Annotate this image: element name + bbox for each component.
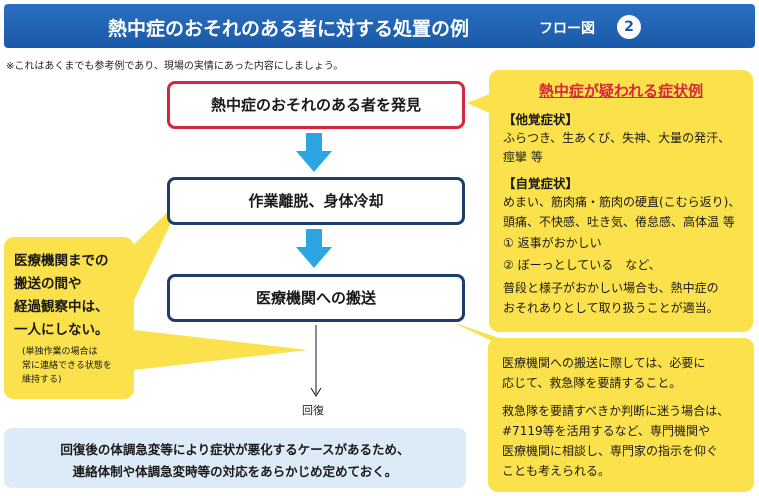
down-arrow-2: [296, 229, 332, 268]
do-not-leave-alone-callout: 医療機関までの 搬送の間や 経過観察中は、 一人にしない。 (単独作業の場合は …: [4, 237, 134, 399]
callout-line: 一人にしない。: [14, 322, 109, 338]
objective-line: 痙攣 等: [503, 150, 543, 164]
objective-heading: 【他覚症状】: [503, 112, 579, 127]
recovery-arrowhead: [310, 387, 322, 397]
step-discover: 熱中症のおそれのある者を発見: [167, 81, 465, 129]
step-remove-and-cool: 作業離脱、身体冷却: [167, 177, 465, 225]
callout-line: 経過観察中は、: [14, 299, 109, 315]
symptom-examples-callout: 熱中症が疑われる症状例 【他覚症状】 ふらつき、生あくび、失神、大量の発汗、 痙…: [489, 70, 753, 332]
subjective-line: めまい、筋肉痛・筋肉の硬直(こむら返り)、: [503, 195, 741, 209]
callout-line: ことも考えられる。: [502, 464, 611, 478]
callout-small-line: 維持する): [22, 375, 62, 385]
callout-line: 救急隊を要請すべきか判断に迷う場合は、: [502, 404, 730, 418]
reference-note: ※これはあくまでも参考例であり、現場の実情にあった内容にしましょう。: [6, 61, 344, 72]
callout-line: 搬送の間や: [14, 276, 82, 292]
callout-line: 医療機関に相談し、専門家の指示を仰ぐ: [502, 444, 719, 458]
callout-line: 医療機関までの: [14, 253, 109, 269]
subjective-heading: 【自覚症状】: [503, 176, 579, 191]
ambulance-advice-callout: 医療機関への搬送に際しては、必要に 応じて、救急隊を要請すること。 救急隊を要請…: [488, 338, 754, 492]
callout-line: #7119等を活用するなど、専門機関や: [502, 424, 710, 438]
recovery-label: 回復: [302, 404, 324, 417]
subjective-line: 頭痛、不快感、吐き気、倦怠感、高体温 等: [503, 215, 735, 229]
flow-label: フロー図: [539, 21, 595, 37]
symptom-item: ① 返事がおかしい: [503, 236, 602, 250]
footer-line: 回復後の体調急変等により症状が悪化するケースがあるため、: [60, 442, 410, 457]
callout-small-line: (単独作業の場合は: [22, 347, 98, 357]
symptom-note: 普段と様子がおかしい場合も、熱中症の: [503, 281, 719, 295]
callout-line: 応じて、救急隊を要請すること。: [502, 376, 682, 390]
callout-small-line: 常に連絡できる状態を: [22, 361, 112, 371]
left-callout-pointer-lower: [134, 330, 308, 370]
step-transport-to-hospital: 医療機関への搬送: [167, 274, 465, 322]
objective-line: ふらつき、生あくび、失神、大量の発汗、: [503, 131, 731, 145]
figure-number-badge: 2: [617, 15, 641, 39]
footer-line: 連絡体制や体調急変時等の対応をあらかじめ定めておく。: [72, 464, 398, 479]
symptom-item: ② ぼーっとしている など、: [503, 258, 661, 272]
title-banner: 熱中症のおそれのある者に対する処置の例 フロー図 2: [4, 4, 755, 48]
callout-line: 医療機関への搬送に際しては、必要に: [502, 356, 706, 370]
page-title: 熱中症のおそれのある者に対する処置の例: [108, 18, 470, 40]
symptom-note: おそれありとして取り扱うことが適当。: [503, 301, 719, 315]
symptom-title: 熱中症が疑われる症状例: [538, 82, 704, 100]
post-recovery-note: 回復後の体調急変等により症状が悪化するケースがあるため、 連絡体制や体調急変時等…: [4, 428, 466, 488]
down-arrow-1: [296, 133, 332, 172]
